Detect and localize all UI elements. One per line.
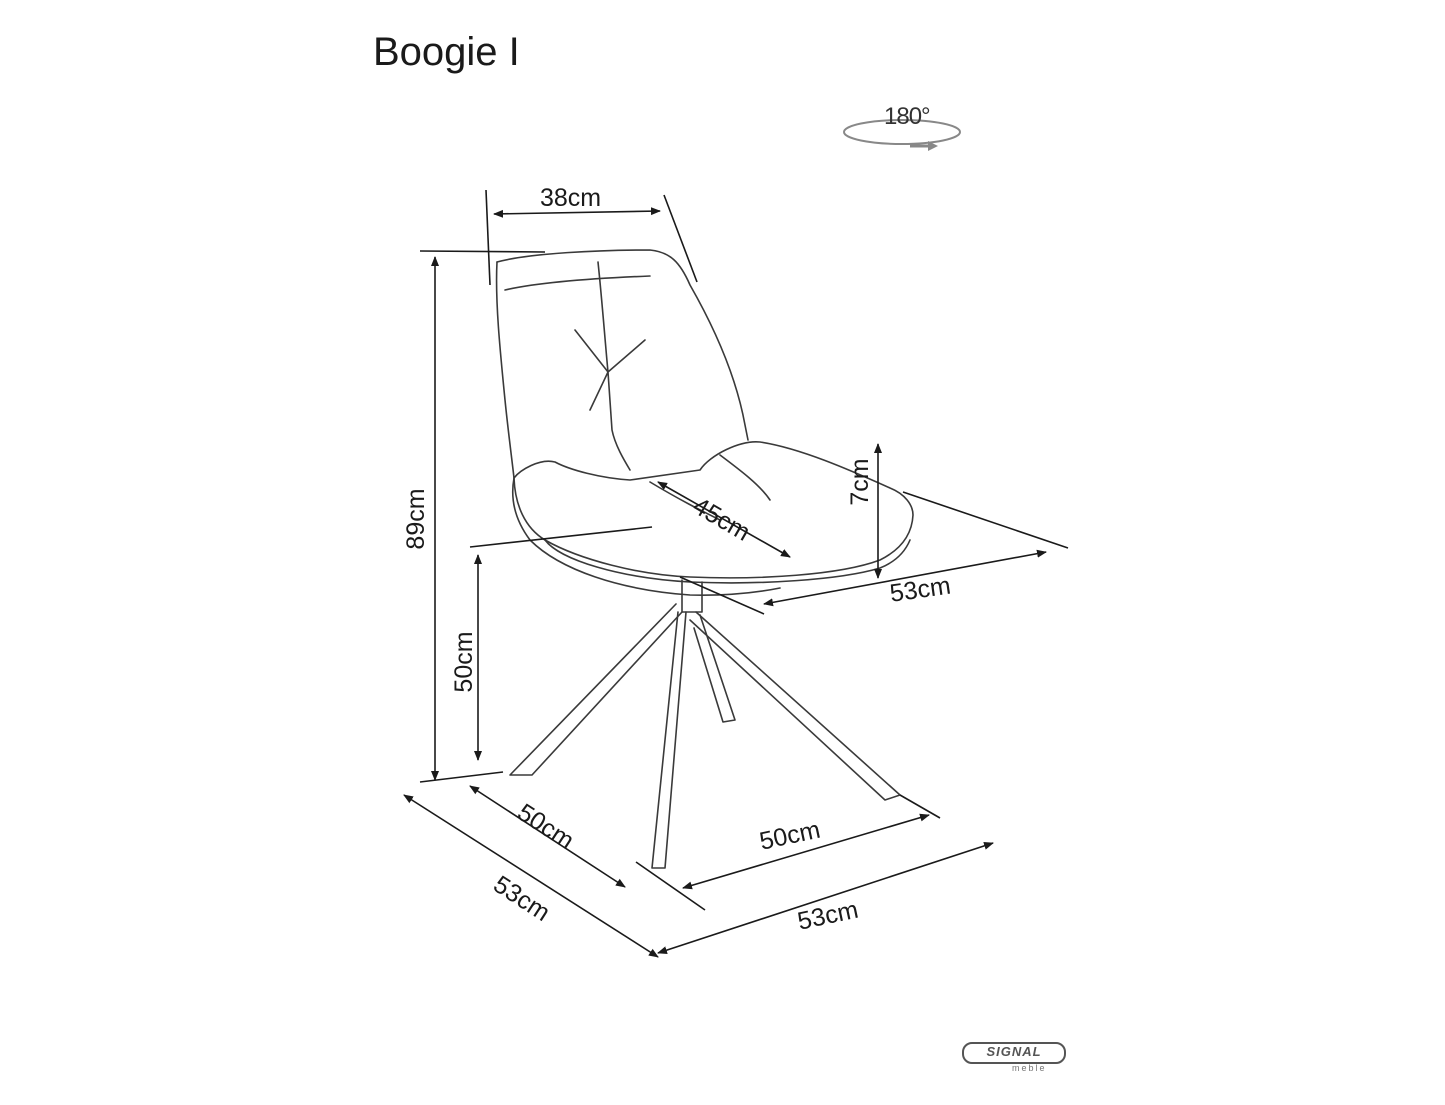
- backrest-left-edge: [495, 261, 515, 479]
- total-height-ext-top: [419, 250, 546, 253]
- rotation-icon: [843, 119, 961, 151]
- base-width-ext-right: [899, 794, 941, 819]
- seat-shell: [511, 477, 781, 596]
- seat-width-ext-right: [902, 491, 1069, 549]
- leg-back: [693, 614, 736, 723]
- logo-badge: [962, 1042, 1066, 1064]
- backrest-width-ext-left: [485, 189, 491, 286]
- product-title: Boogie I: [373, 30, 520, 74]
- base-front-ext: [635, 861, 706, 911]
- seat-width-line: [763, 549, 1047, 607]
- seat-depth-line: [657, 481, 791, 558]
- seat-thickness-label: 7cm: [846, 458, 874, 506]
- logo-sub: meble: [1012, 1063, 1047, 1073]
- seat-height-label: 50cm: [450, 631, 478, 693]
- backrest-inner: [504, 275, 651, 291]
- overall-depth-line: [403, 794, 659, 958]
- signal-logo: SIGNAL meble: [962, 1042, 1066, 1073]
- total-height-label: 89cm: [402, 488, 430, 550]
- leg-front-left: [509, 603, 683, 776]
- chair-sketch: [495, 249, 914, 869]
- overall-width-line: [657, 842, 994, 954]
- seat-width-ext-left: [679, 576, 765, 615]
- height-ext-bottom: [419, 771, 504, 783]
- backrest-outline: [496, 249, 749, 441]
- rotation-label: 180°: [884, 103, 931, 130]
- backrest-width-ext-right: [663, 194, 698, 283]
- backrest-tuft: [574, 261, 646, 471]
- seat-height-ext-top: [469, 526, 653, 548]
- backrest-width-line: [493, 207, 661, 218]
- logo-brand: SIGNAL: [986, 1044, 1042, 1059]
- leg-right: [689, 611, 901, 801]
- dimension-lines: [403, 189, 1069, 958]
- backrest-width-label: 38cm: [540, 184, 602, 212]
- seat-cushion: [513, 441, 914, 579]
- leg-front: [651, 611, 687, 869]
